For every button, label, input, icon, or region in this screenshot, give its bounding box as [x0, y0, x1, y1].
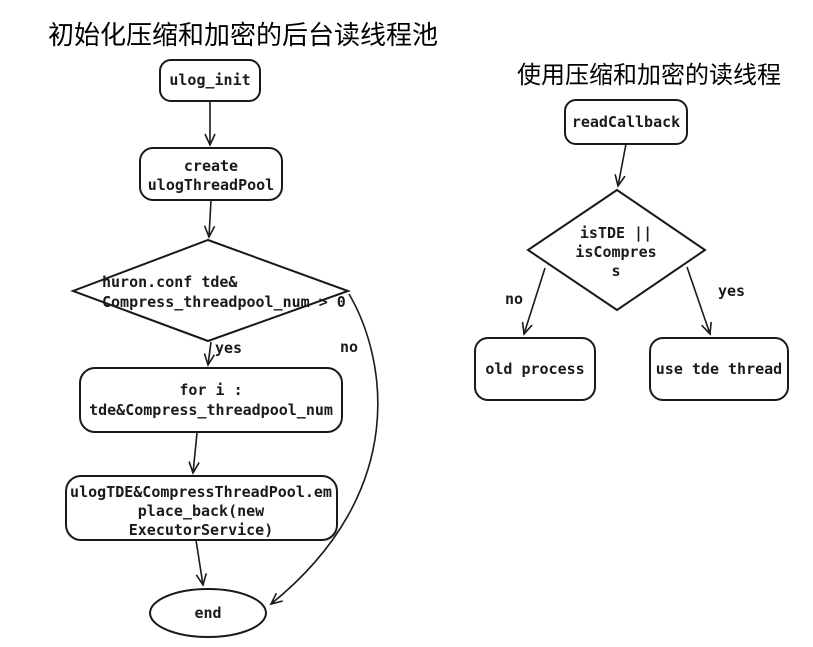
node-decision-threadpool-num: huron.conf tde& Compress_threadpool_num … [70, 238, 351, 343]
node-old-process-label: old process [485, 360, 584, 378]
edge-create-to-decision [203, 199, 216, 239]
node-end-label: end [194, 604, 221, 622]
node-decision-line2: isCompres [575, 243, 656, 261]
node-read-callback-label: readCallback [572, 113, 680, 131]
right-flowchart-title: 使用压缩和加密的读线程 [517, 61, 781, 89]
edge-label-no: no [340, 338, 358, 356]
node-decision-line1: isTDE || [580, 224, 652, 243]
node-end: end [149, 588, 267, 638]
node-decision-line3: s [611, 262, 620, 280]
node-use-tde-thread: use tde thread [649, 337, 789, 401]
node-use-tde-thread-label: use tde thread [656, 360, 782, 378]
node-ulog-init-label: ulog_init [169, 71, 250, 89]
node-emplace-back: ulogTDE&CompressThreadPool.em place_back… [65, 475, 338, 541]
node-old-process: old process [474, 337, 596, 401]
edge-label-no: no [505, 290, 523, 308]
left-flowchart-title: 初始化压缩和加密的后台读线程池 [48, 21, 438, 51]
edge-label-yes: yes [718, 282, 745, 300]
node-create-line1: create [184, 157, 238, 175]
node-for-loop: for i : tde&Compress_threadpool_num [79, 367, 343, 433]
left-flowchart: 初始化压缩和加密的后台读线程池 yes no ulog_init create … [48, 21, 438, 638]
node-emplace-line3: ExecutorService) [129, 521, 274, 539]
edge-decision-no [521, 267, 546, 336]
node-for-line2: tde&Compress_threadpool_num [89, 401, 333, 419]
node-create-threadpool: create ulogThreadPool [139, 147, 283, 201]
node-ulog-init: ulog_init [159, 59, 261, 102]
edge-for-to-emplace [188, 432, 200, 475]
node-decision-line2: Compress_threadpool_num > 0 [102, 293, 346, 311]
edge-label-yes: yes [215, 339, 242, 357]
node-emplace-line2: place_back(new [138, 502, 265, 520]
node-create-line2: ulogThreadPool [148, 176, 274, 194]
edge-decision-no-to-end [269, 293, 379, 606]
edge-emplace-to-end [195, 539, 208, 587]
edge-decision-yes [686, 266, 712, 336]
node-emplace-line1: ulogTDE&CompressThreadPool.em [70, 483, 332, 501]
edge-decision-yes [203, 341, 216, 367]
right-flowchart: 使用压缩和加密的读线程 no yes readCallback isTDE ||… [474, 61, 789, 401]
node-for-line1: for i : [179, 381, 242, 399]
edge-readcallback-to-decision [614, 143, 627, 188]
node-read-callback: readCallback [564, 99, 688, 145]
node-decision-line1: huron.conf tde& [102, 273, 238, 291]
node-decision-istde: isTDE || isCompres s [526, 188, 707, 312]
